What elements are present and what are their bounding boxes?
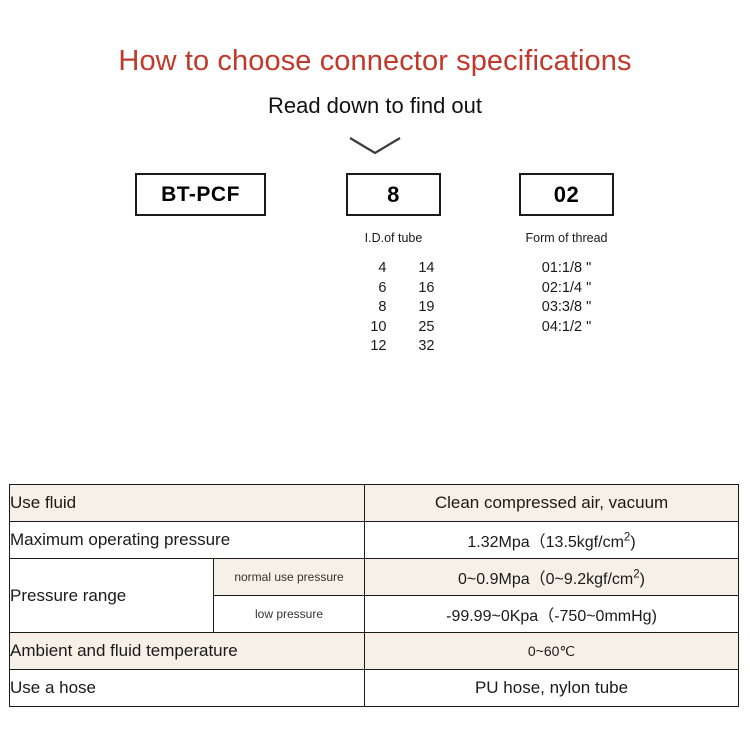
spec-label-use-fluid: Use fluid <box>8 484 366 522</box>
tube-id-option-a: 8 <box>378 299 387 316</box>
spec-value-max-pressure: 1.32Mpa（13.5kgf/cm2) <box>364 521 740 559</box>
spec-sublabel-normal-use-pressure: normal use pressure <box>212 558 366 596</box>
spec-value-use-fluid: Clean compressed air, vacuum <box>364 484 740 522</box>
spec-value-hose: PU hose, nylon tube <box>364 669 740 707</box>
thread-form-option-list: 01:1/8 " 02:1/4 " 03:3/8 " 04:1/2 " <box>519 259 614 337</box>
tube-id-option-a: 6 <box>378 279 387 296</box>
list-item: 10 25 <box>346 318 441 338</box>
page-header: How to choose connector specifications R… <box>0 0 750 119</box>
spec-value-text: 1.32Mpa（13.5kgf/cm <box>467 534 624 551</box>
tube-id-option-b: 14 <box>418 260 435 277</box>
list-item: 8 19 <box>346 298 441 318</box>
tube-id-code-box: 8 <box>346 173 441 217</box>
table-row: Use fluid Clean compressed air, vacuum <box>8 484 740 522</box>
page-title: How to choose connector specifications <box>118 45 632 77</box>
tube-id-option-b: 25 <box>418 318 435 335</box>
list-item: 03:3/8 " <box>541 299 592 316</box>
spec-value-superscript: 2 <box>623 531 631 544</box>
code-column-brand: BT-PCF <box>135 173 266 217</box>
list-item: 4 14 <box>346 259 441 279</box>
list-item: 12 32 <box>346 337 441 357</box>
spec-label-max-pressure: Maximum operating pressure <box>8 521 366 559</box>
spec-label-temperature: Ambient and fluid temperature <box>8 632 366 670</box>
table-row: Ambient and fluid temperature 0~60℃ <box>8 632 740 670</box>
spec-label-hose: Use a hose <box>8 669 366 707</box>
tube-id-option-list: 4 14 6 16 8 19 10 25 12 32 <box>346 259 441 357</box>
spec-value-suffix: ) <box>630 534 636 551</box>
spec-value-temperature: 0~60℃ <box>364 632 740 670</box>
spec-sublabel-low-pressure: low pressure <box>212 595 366 633</box>
thread-form-label: Form of thread <box>525 231 608 246</box>
table-row: Use a hose PU hose, nylon tube <box>8 669 740 707</box>
tube-id-label: I.D.of tube <box>364 231 423 246</box>
list-item: 6 16 <box>346 279 441 299</box>
code-column-tube-id: 8 I.D.of tube 4 14 6 16 8 19 10 25 12 32 <box>346 173 441 357</box>
list-item: 04:1/2 " <box>541 318 592 335</box>
spec-value-normal-use-pressure: 0~0.9Mpa（0~9.2kgf/cm2) <box>364 558 740 596</box>
chevron-down-icon-wrap <box>0 135 750 159</box>
brand-code-box: BT-PCF <box>135 173 266 217</box>
tube-id-option-a: 4 <box>378 260 387 277</box>
tube-id-option-b: 16 <box>418 279 435 296</box>
spec-value-low-pressure: -99.99~0Kpa（-750~0mmHg) <box>364 595 740 633</box>
tube-id-option-a: 12 <box>370 338 387 355</box>
spec-value-superscript: 2 <box>633 568 640 581</box>
tube-id-option-b: 32 <box>418 338 435 355</box>
list-item: 01:1/8 " <box>541 260 592 277</box>
specification-table: Use fluid Clean compressed air, vacuum M… <box>8 484 740 707</box>
tube-id-option-b: 19 <box>418 299 435 316</box>
spec-value-text: 0~0.9Mpa（0~9.2kgf/cm <box>458 571 634 588</box>
thread-form-code-box: 02 <box>519 173 614 217</box>
list-item: 02:1/4 " <box>541 279 592 296</box>
code-breakdown: BT-PCF 8 I.D.of tube 4 14 6 16 8 19 10 2… <box>0 173 750 373</box>
code-column-thread-form: 02 Form of thread 01:1/8 " 02:1/4 " 03:3… <box>519 173 614 337</box>
chevron-down-icon <box>349 137 401 155</box>
table-row: Maximum operating pressure 1.32Mpa（13.5k… <box>8 521 740 559</box>
page-subtitle: Read down to find out <box>267 92 483 118</box>
table-row: Pressure range normal use pressure 0~0.9… <box>9 558 740 633</box>
spec-label-pressure-range: Pressure range <box>9 558 214 633</box>
spec-value-suffix: ) <box>639 571 645 588</box>
tube-id-option-a: 10 <box>370 318 387 335</box>
